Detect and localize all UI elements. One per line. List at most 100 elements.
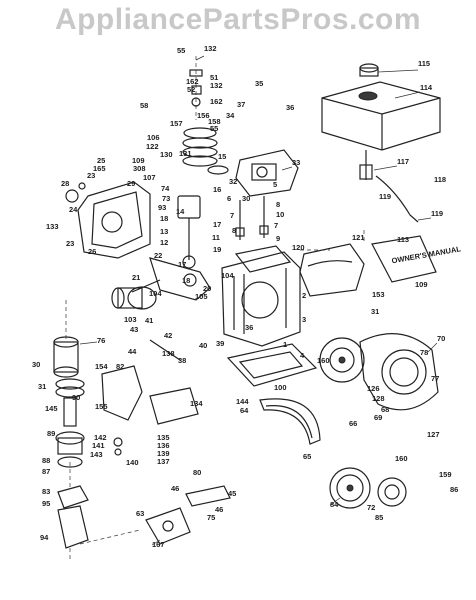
callout-number: 113: [397, 235, 409, 244]
callout-number: 10: [276, 210, 284, 219]
callout-number: 8: [232, 226, 236, 235]
callout-number: 23: [87, 171, 95, 180]
callout-number: 17: [213, 220, 221, 229]
callout-number: 132: [210, 81, 223, 90]
callout-number: 159: [439, 470, 452, 479]
callout-number: 43: [130, 325, 138, 334]
callout-number: 76: [97, 336, 105, 345]
callout-number: 3: [302, 315, 306, 324]
callout-number: 167: [152, 540, 165, 549]
callout-number: 68: [381, 405, 389, 414]
fuel-tank: [321, 63, 441, 223]
callout-number: 21: [132, 273, 140, 282]
callout-number: 7: [230, 211, 234, 220]
callout-number: 118: [434, 175, 446, 184]
callout-number: 90: [72, 393, 80, 402]
callout-number: 6: [227, 194, 231, 203]
callout-number: 24: [69, 205, 78, 214]
callout-number: 30: [242, 194, 250, 203]
callout-number: 40: [199, 341, 207, 350]
callout-number: 83: [42, 487, 50, 496]
callout-number: 58: [140, 101, 148, 110]
callout-number: 36: [245, 323, 253, 332]
callout-number: 77: [431, 374, 439, 383]
callout-number: 104: [149, 289, 162, 298]
callout-number: 135: [157, 433, 170, 442]
callout-number: 72: [367, 503, 375, 512]
callout-number: 142: [94, 433, 107, 442]
callout-number: 156: [197, 111, 210, 120]
callout-number: 31: [38, 382, 46, 391]
owners-manual: OWNER'S MANUAL: [371, 235, 462, 283]
callout-number: 133: [46, 222, 59, 231]
callout-number: 120: [292, 243, 305, 252]
callout-number: 119: [379, 192, 391, 201]
callout-number: 137: [157, 457, 170, 466]
callout-number: 17: [178, 260, 186, 269]
callout-number: 162: [186, 77, 199, 86]
callout-number: 94: [40, 533, 49, 542]
callout-number: 5: [273, 180, 277, 189]
callout-number: 157: [170, 119, 183, 128]
base-gasket: [226, 343, 318, 387]
manual-card-label: OWNER'S MANUAL: [391, 244, 462, 265]
callout-number: 85: [375, 513, 383, 522]
callout-number: 107: [143, 173, 156, 182]
crankshaft: [131, 257, 211, 301]
callout-number: 52: [187, 85, 195, 94]
callout-number: 14: [176, 207, 185, 216]
callout-number: 128: [372, 394, 385, 403]
callout-number: 106: [147, 133, 160, 142]
watermark-text: AppliancePartsPros.com: [54, 3, 422, 36]
callout-number: 144: [236, 397, 249, 406]
callout-number: 122: [146, 142, 159, 151]
callout-number: 87: [42, 467, 50, 476]
callout-number: 42: [164, 331, 172, 340]
callout-number: 145: [45, 404, 58, 413]
callout-number: 121: [352, 233, 365, 242]
callout-number: 93: [158, 203, 166, 212]
callout-number: 132: [204, 44, 217, 53]
callout-number: 88: [42, 456, 50, 465]
callout-number: 12: [160, 238, 168, 247]
callout-number: 162: [210, 97, 223, 106]
callout-number: 95: [42, 499, 50, 508]
callout-number: 69: [374, 413, 382, 422]
callout-number: 140: [126, 458, 139, 467]
control-bracket: [113, 339, 199, 456]
callout-number: 18: [182, 276, 190, 285]
oil-filler-tube: [53, 336, 89, 549]
callout-number: 7: [274, 221, 278, 230]
callout-number: 16: [213, 185, 221, 194]
callout-number: 46: [215, 505, 223, 514]
callout-number: 1: [283, 340, 287, 349]
callout-number: 34: [226, 111, 235, 120]
callout-number: 36: [286, 103, 294, 112]
callout-number: 86: [450, 485, 458, 494]
callout-number: 65: [303, 452, 311, 461]
callout-number: 37: [237, 100, 245, 109]
callout-number: 127: [427, 430, 440, 439]
callout-number: 64: [240, 406, 249, 415]
callout-number: 139: [157, 449, 170, 458]
callout-number: 109: [132, 156, 145, 165]
callout-number: 126: [367, 384, 380, 393]
callout-number: 9: [276, 234, 280, 243]
callout-number: 104: [221, 271, 234, 280]
callout-number: 109: [415, 280, 428, 289]
callout-number: 63: [136, 509, 144, 518]
callout-number: 155: [95, 402, 108, 411]
callout-number: 136: [157, 441, 170, 450]
cylinder-baffle: [299, 243, 365, 297]
starter-pulley: [329, 467, 407, 509]
callout-number: 141: [92, 441, 105, 450]
callout-number: 134: [190, 399, 203, 408]
callout-number: 89: [47, 429, 55, 438]
governor-shaft-assembly: [182, 56, 218, 167]
callout-number: 11: [212, 233, 220, 242]
callout-number: 41: [145, 316, 153, 325]
callout-number: 2: [302, 291, 306, 300]
fuel-pump: [145, 485, 231, 545]
callout-number: 38: [178, 356, 186, 365]
